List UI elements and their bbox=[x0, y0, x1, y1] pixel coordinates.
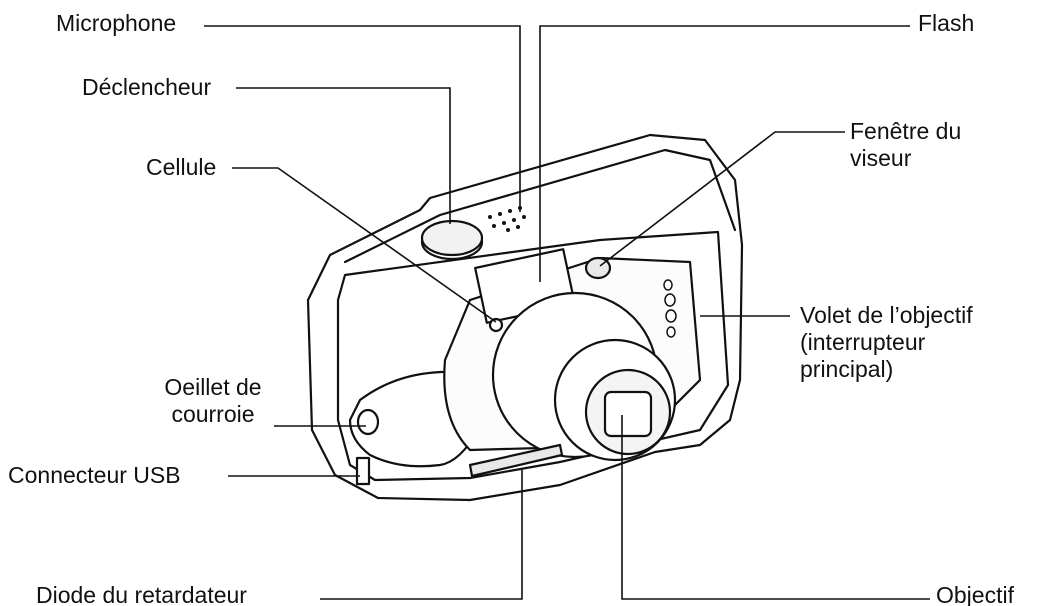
leader-cell bbox=[232, 167, 497, 323]
label-usb: Connecteur USB bbox=[8, 462, 181, 488]
leader-flash bbox=[539, 25, 910, 282]
leader-shutter bbox=[236, 87, 451, 224]
label-cell: Cellule bbox=[146, 154, 217, 180]
camera-top-face bbox=[343, 148, 737, 264]
label-viewfinder: Fenêtre du viseur bbox=[850, 118, 962, 171]
label-lens-cover: Volet de l’objectif (interrupteur princi… bbox=[800, 302, 973, 382]
strap-eyelet bbox=[356, 408, 380, 436]
leader-microphone bbox=[204, 25, 521, 212]
leader-lines bbox=[204, 25, 930, 600]
label-lens: Objectif bbox=[936, 582, 1014, 606]
leader-viewfinder bbox=[599, 131, 845, 267]
leader-self-timer bbox=[320, 470, 523, 600]
self-timer-lamp bbox=[468, 443, 564, 478]
light-cell bbox=[488, 317, 504, 333]
leader-lens bbox=[621, 415, 930, 600]
label-strap-eyelet: Oeillet de courroie bbox=[164, 374, 262, 427]
lens-cover-grip-dots bbox=[663, 279, 677, 338]
microphone-holes bbox=[488, 206, 526, 232]
label-self-timer: Diode du retardateur bbox=[36, 582, 247, 606]
label-shutter: Déclencheur bbox=[82, 74, 212, 100]
lens-glass bbox=[603, 390, 653, 438]
usb-port bbox=[355, 456, 371, 486]
label-microphone: Microphone bbox=[56, 10, 177, 36]
label-flash: Flash bbox=[918, 10, 975, 36]
